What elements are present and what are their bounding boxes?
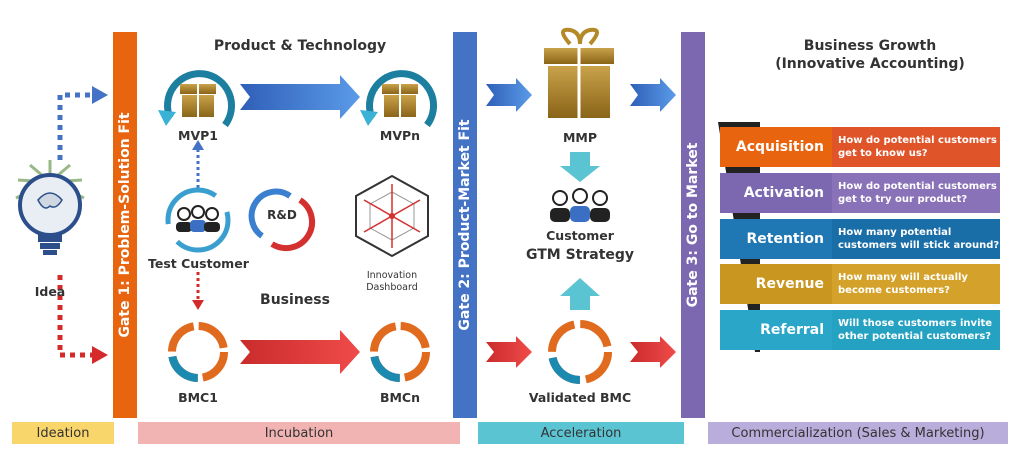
label-innovation-dashboard-1: Innovation [366,270,418,281]
label-gtm-strategy: GTM Strategy [525,247,635,263]
arrow-into-mmp [486,78,532,112]
bmcn-cycle-icon [370,322,430,382]
funnel-question-revenue: How many will actually become customers? [832,264,1000,304]
innovation-dashboard-icon [355,174,429,258]
arrow-mvp1-to-mvpn [240,75,360,119]
label-mvpn: MVPn [379,128,421,143]
idea-bulb-icon [15,160,85,255]
label-validated-bmc: Validated BMC [528,390,632,405]
funnel-row-revenue: Revenue How many will actually become cu… [720,264,1000,304]
funnel-key-referral: Referral [720,310,832,350]
label-bmc1: BMC1 [178,390,218,405]
heading-product-technology: Product & Technology [213,38,387,54]
test-customer-icon [165,187,231,253]
label-rd: R&D [267,208,297,222]
customer-group-icon [550,188,610,222]
arrow-mmp-to-customer [560,152,600,182]
label-mmp: MMP [562,130,598,145]
gate-1-bar: Gate 1: Problem-Solution Fit [113,32,137,418]
mvp1-cycle-icon [158,70,235,128]
funnel-question-retention: How many potential customers will stick … [832,219,1000,259]
heading-business: Business [260,292,330,308]
arrow-into-validated-bmc [486,336,532,368]
phase-commercialization: Commercialization (Sales & Marketing) [708,422,1008,444]
phase-ideation: Ideation [12,422,114,444]
funnel-question-activation: How do potential customers get to try ou… [832,173,1000,213]
funnel-row-acquisition: Acquisition How do potential customers g… [720,127,1000,167]
arrow-out-validated-bmc [630,336,676,368]
gate-2-bar: Gate 2: Product-Market Fit [453,32,477,418]
bmc1-cycle-icon [168,322,228,382]
arrow-bmc-to-gtm [560,278,600,310]
funnel-key-acquisition: Acquisition [720,127,832,167]
funnel-question-acquisition: How do potential customers get to know u… [832,127,1000,167]
label-innovation-dashboard-2: Dashboard [366,282,418,293]
label-customer: Customer [546,228,614,243]
arrow-bmc1-to-bmcn [240,330,360,374]
rd-cycle-icon [248,188,316,252]
funnel-key-revenue: Revenue [720,264,832,304]
funnel-key-retention: Retention [720,219,832,259]
label-bmcn: BMCn [379,390,421,405]
phase-acceleration: Acceleration [478,422,684,444]
arrow-out-mmp [630,78,676,112]
mvpn-cycle-icon [360,70,437,128]
phase-incubation: Incubation [138,422,460,444]
validated-bmc-cycle-icon [548,320,612,384]
funnel-row-referral: Referral Will those customers invite oth… [720,310,1000,350]
label-mvp1: MVP1 [178,128,218,143]
funnel-row-retention: Retention How many potential customers w… [720,219,1000,259]
funnel-key-activation: Activation [720,173,832,213]
funnel-question-referral: Will those customers invite other potent… [832,310,1000,350]
label-idea: Idea [34,284,66,299]
label-test-customer: Test Customer [148,256,249,271]
idea-to-gate1-dotted-arrows [57,86,108,364]
funnel-row-activation: Activation How do potential customers ge… [720,173,1000,213]
gate-3-bar: Gate 3: Go to Market [681,32,705,418]
heading-business-growth-sub: (Innovative Accounting) [775,56,965,72]
mmp-gift-icon [544,27,614,118]
heading-business-growth: Business Growth [803,38,937,54]
